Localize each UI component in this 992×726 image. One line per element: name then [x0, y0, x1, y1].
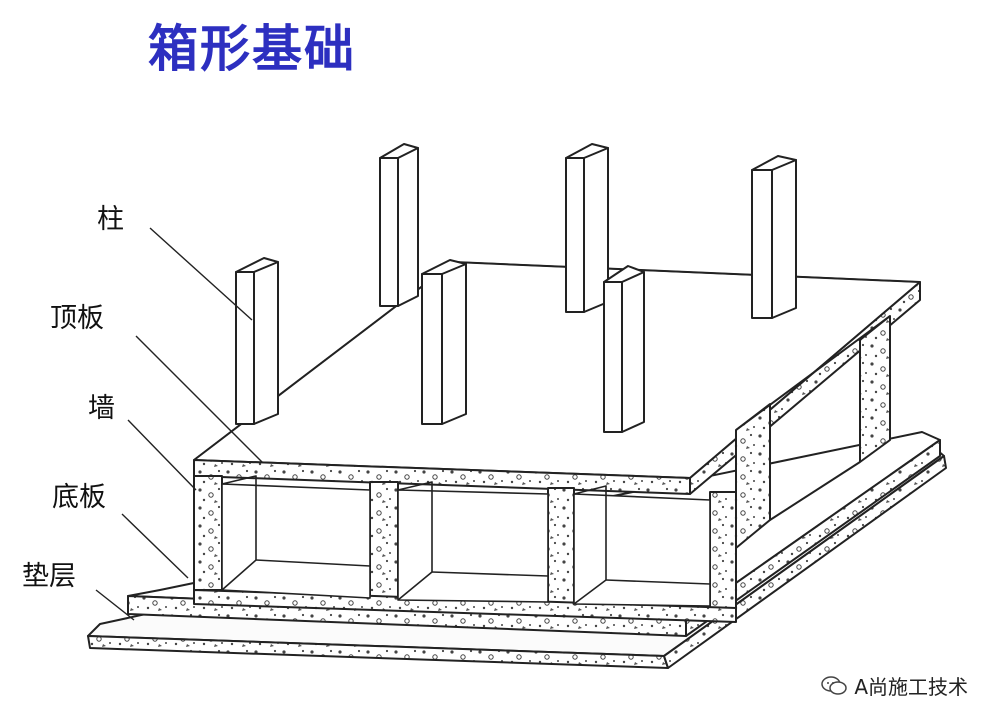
label-top-slab: 顶板: [50, 303, 104, 334]
columns: [235, 143, 797, 433]
label-wall: 墙: [88, 393, 115, 424]
wechat-icon: [821, 675, 848, 695]
column-1: [235, 257, 279, 425]
cells: [221, 475, 711, 607]
label-column: 柱: [97, 204, 124, 235]
side-wall: [735, 315, 891, 549]
watermark-text: A尚施工技术: [854, 675, 968, 699]
column-5: [603, 265, 645, 433]
label-cushion: 垫层: [22, 561, 76, 592]
watermark: A尚施工技术: [820, 671, 968, 700]
leader-lines: [95, 227, 263, 621]
front-wall-section: [193, 475, 737, 623]
column-6: [751, 155, 797, 319]
column-2: [379, 143, 419, 307]
column-4: [565, 143, 609, 313]
label-bottom-slab: 底板: [52, 482, 106, 513]
page-title: 箱形基础: [148, 19, 356, 78]
column-3: [421, 259, 467, 425]
